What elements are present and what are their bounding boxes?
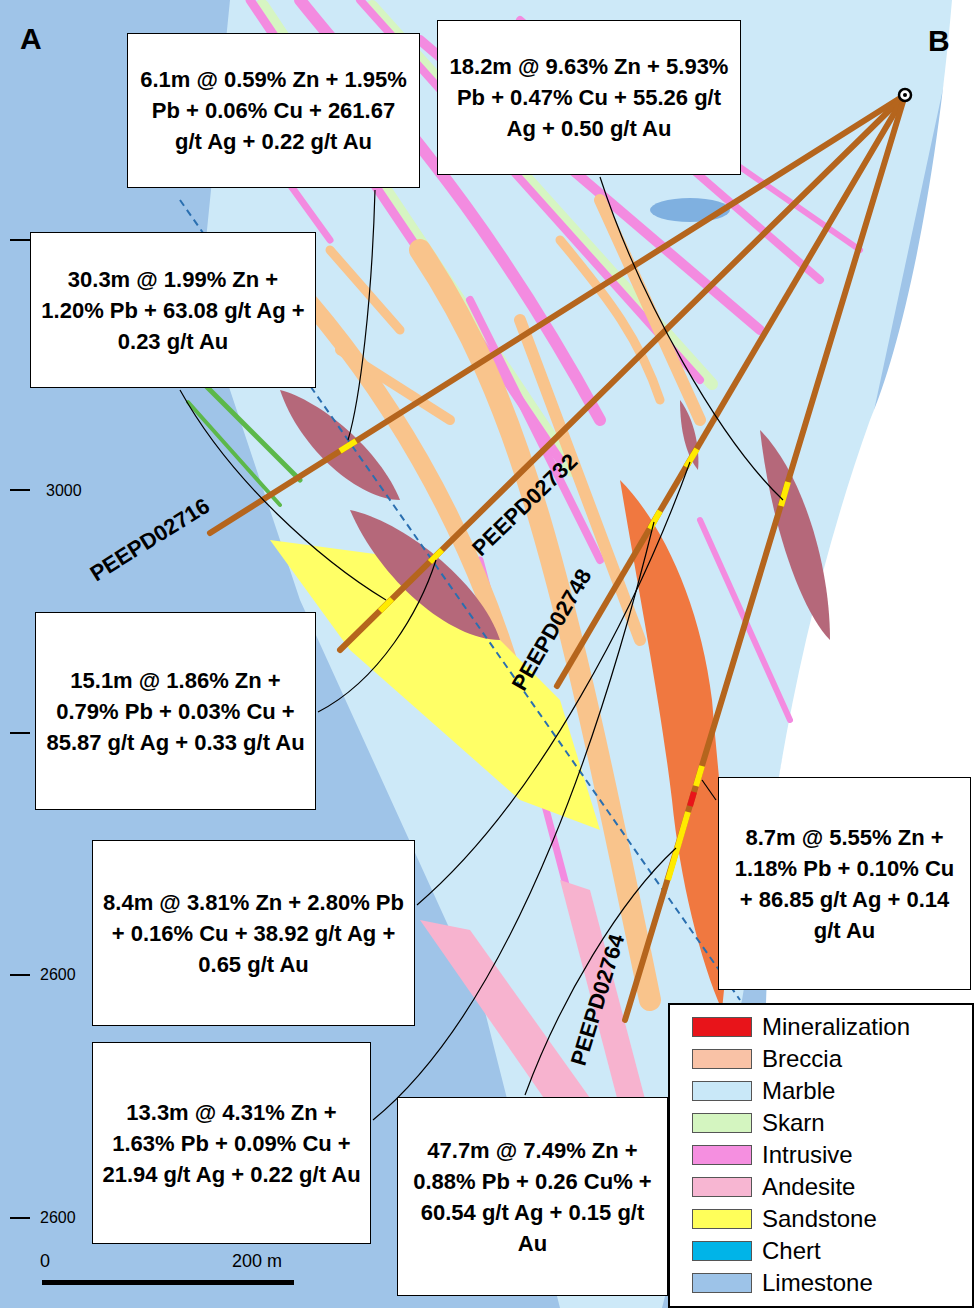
legend-row: Andesite [692, 1173, 855, 1201]
legend-text: Breccia [762, 1045, 842, 1073]
elevation-label: 2600 [40, 1209, 76, 1227]
legend-text: Chert [762, 1237, 821, 1265]
section-end-label: A [20, 22, 42, 56]
legend-swatch [692, 1273, 752, 1293]
assay-callout: 6.1m @ 0.59% Zn + 1.95% Pb + 0.06% Cu + … [127, 33, 420, 188]
scale-label: 0 [40, 1251, 50, 1272]
assay-text: 6.1m @ 0.59% Zn + 1.95% Pb + 0.06% Cu + … [136, 64, 411, 157]
assay-callout: 8.4m @ 3.81% Zn + 2.80% Pb + 0.16% Cu + … [92, 840, 415, 1026]
legend-text: Mineralization [762, 1013, 910, 1041]
legend-text: Marble [762, 1077, 835, 1105]
assay-callout: 18.2m @ 9.63% Zn + 5.93% Pb + 0.47% Cu +… [437, 20, 741, 175]
legend-swatch [692, 1017, 752, 1037]
legend-swatch [692, 1145, 752, 1165]
assay-text: 8.7m @ 5.55% Zn + 1.18% Pb + 0.10% Cu + … [727, 822, 962, 946]
legend-text: Limestone [762, 1269, 873, 1297]
assay-callout: 30.3m @ 1.99% Zn + 1.20% Pb + 63.08 g/t … [30, 232, 316, 388]
legend-text: Intrusive [762, 1141, 853, 1169]
assay-callout: 47.7m @ 7.49% Zn + 0.88% Pb + 0.26 Cu% +… [397, 1097, 668, 1296]
legend-swatch [692, 1177, 752, 1197]
legend-row: Marble [692, 1077, 835, 1105]
assay-text: 18.2m @ 9.63% Zn + 5.93% Pb + 0.47% Cu +… [446, 51, 732, 144]
legend-swatch [692, 1113, 752, 1133]
legend-text: Andesite [762, 1173, 855, 1201]
elevation-label: 3000 [46, 482, 82, 500]
legend-swatch [692, 1081, 752, 1101]
assay-text: 8.4m @ 3.81% Zn + 2.80% Pb + 0.16% Cu + … [101, 887, 406, 980]
legend-row: Limestone [692, 1269, 873, 1297]
legend-row: Chert [692, 1237, 821, 1265]
legend-text: Skarn [762, 1109, 825, 1137]
legend-swatch [692, 1241, 752, 1261]
assay-text: 15.1m @ 1.86% Zn + 0.79% Pb + 0.03% Cu +… [44, 665, 307, 758]
assay-callout: 8.7m @ 5.55% Zn + 1.18% Pb + 0.10% Cu + … [718, 777, 971, 990]
legend-row: Breccia [692, 1045, 842, 1073]
legend-box: MineralizationBrecciaMarbleSkarnIntrusiv… [668, 1003, 974, 1308]
legend-row: Sandstone [692, 1205, 877, 1233]
legend-row: Skarn [692, 1109, 825, 1137]
legend-row: Mineralization [692, 1013, 910, 1041]
legend-swatch [692, 1209, 752, 1229]
assay-text: 30.3m @ 1.99% Zn + 1.20% Pb + 63.08 g/t … [39, 264, 307, 357]
assay-text: 47.7m @ 7.49% Zn + 0.88% Pb + 0.26 Cu% +… [406, 1135, 659, 1259]
section-end-label: B [928, 24, 950, 58]
assay-text: 13.3m @ 4.31% Zn + 1.63% Pb + 0.09% Cu +… [101, 1097, 362, 1190]
assay-callout: 13.3m @ 4.31% Zn + 1.63% Pb + 0.09% Cu +… [92, 1042, 371, 1244]
elevation-label: 2600 [40, 966, 76, 984]
legend-text: Sandstone [762, 1205, 877, 1233]
assay-callout: 15.1m @ 1.86% Zn + 0.79% Pb + 0.03% Cu +… [35, 612, 316, 810]
scale-label: 200 m [232, 1251, 282, 1272]
legend-row: Intrusive [692, 1141, 853, 1169]
legend-swatch [692, 1049, 752, 1069]
